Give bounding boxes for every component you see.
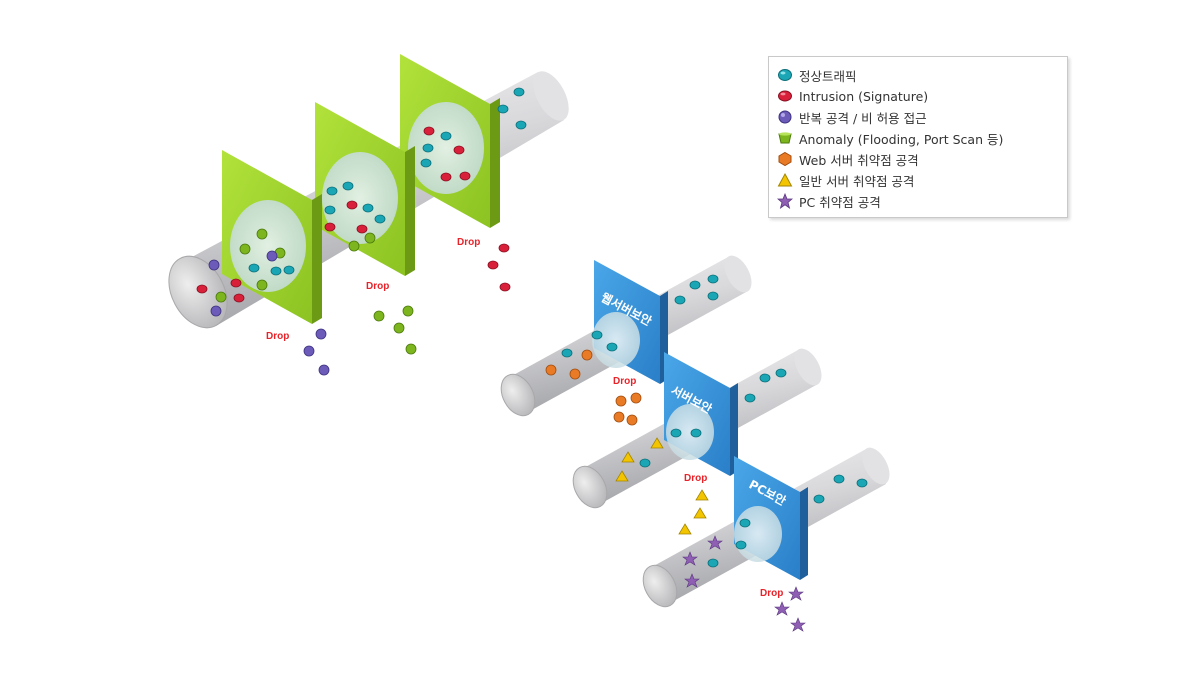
pc-purple-star-traffic — [682, 535, 723, 588]
dropped-orange — [613, 392, 642, 426]
server-yellow-traffic — [615, 437, 664, 482]
left-purple-traffic — [208, 250, 278, 317]
green-firewall-pipeline: Drop Drop Drop — [168, 54, 569, 376]
legend-label-web: Web 서버 취약점 공격 — [799, 152, 919, 168]
legend-label-anomaly: Anomaly (Flooding, Port Scan 등) — [799, 131, 1004, 147]
drop-label-web: Drop — [613, 376, 636, 387]
web-teal-traffic — [561, 274, 719, 358]
legend-item-normal: 정상트래픽 — [778, 65, 857, 85]
teal-capsule-icon — [778, 69, 792, 81]
pc-teal-traffic — [707, 474, 868, 568]
pc-wall: PC보안 — [734, 456, 808, 580]
dropped-red — [487, 243, 511, 292]
dropped-stars — [774, 586, 806, 632]
legend-label-intrusion: Intrusion (Signature) — [799, 88, 929, 104]
legend-item-repeat: 반복 공격 / 비 허용 접근 — [778, 107, 927, 127]
web-orange-traffic — [545, 349, 593, 380]
red-capsule-icon — [778, 90, 792, 102]
legend-label-normal: 정상트래픽 — [799, 68, 857, 84]
drop-label-server: Drop — [684, 473, 707, 484]
drop-label-pc: Drop — [760, 588, 783, 599]
web-security-pipeline: 웹서버보안 Drop — [500, 255, 752, 426]
legend-box: 정상트래픽 Intrusion (Signature) 반복 공격 / 비 허용… — [768, 56, 1068, 218]
dropped-green — [373, 305, 417, 355]
dropped-purple — [303, 328, 330, 376]
left-teal-traffic — [248, 87, 527, 276]
purple-star-icon — [777, 193, 793, 209]
legend-item-intrusion: Intrusion (Signature) — [778, 86, 929, 106]
purple-sphere-icon — [778, 110, 792, 124]
pc-security-pipeline: PC보안 Drop — [642, 447, 890, 632]
drop-label-wall1: Drop — [266, 331, 289, 342]
drop-label-wall2: Drop — [366, 281, 389, 292]
server-teal-traffic — [639, 368, 787, 468]
green-cup-icon — [778, 132, 792, 144]
yellow-triangle-icon — [777, 172, 793, 187]
drop-label-wall3: Drop — [457, 237, 480, 248]
legend-label-pc: PC 취약점 공격 — [799, 194, 881, 210]
server-wall: 서버보안 — [664, 352, 738, 476]
left-green-traffic — [215, 228, 376, 303]
green-wall-3 — [400, 54, 500, 228]
legend-item-pc: PC 취약점 공격 — [777, 191, 881, 211]
orange-hexagon-icon — [778, 151, 792, 167]
legend-item-anomaly: Anomaly (Flooding, Port Scan 등) — [778, 128, 1004, 148]
legend-label-server: 일반 서버 취약점 공격 — [799, 173, 915, 189]
legend-label-repeat: 반복 공격 / 비 허용 접근 — [799, 110, 927, 126]
dropped-yellow — [678, 489, 709, 535]
legend-item-web: Web 서버 취약점 공격 — [778, 149, 919, 169]
server-security-pipeline: 서버보안 Drop — [572, 348, 822, 535]
left-red-traffic — [196, 126, 471, 303]
legend-item-server: 일반 서버 취약점 공격 — [777, 170, 915, 190]
main-pipe-end — [533, 71, 569, 121]
web-wall: 웹서버보안 — [592, 260, 668, 384]
